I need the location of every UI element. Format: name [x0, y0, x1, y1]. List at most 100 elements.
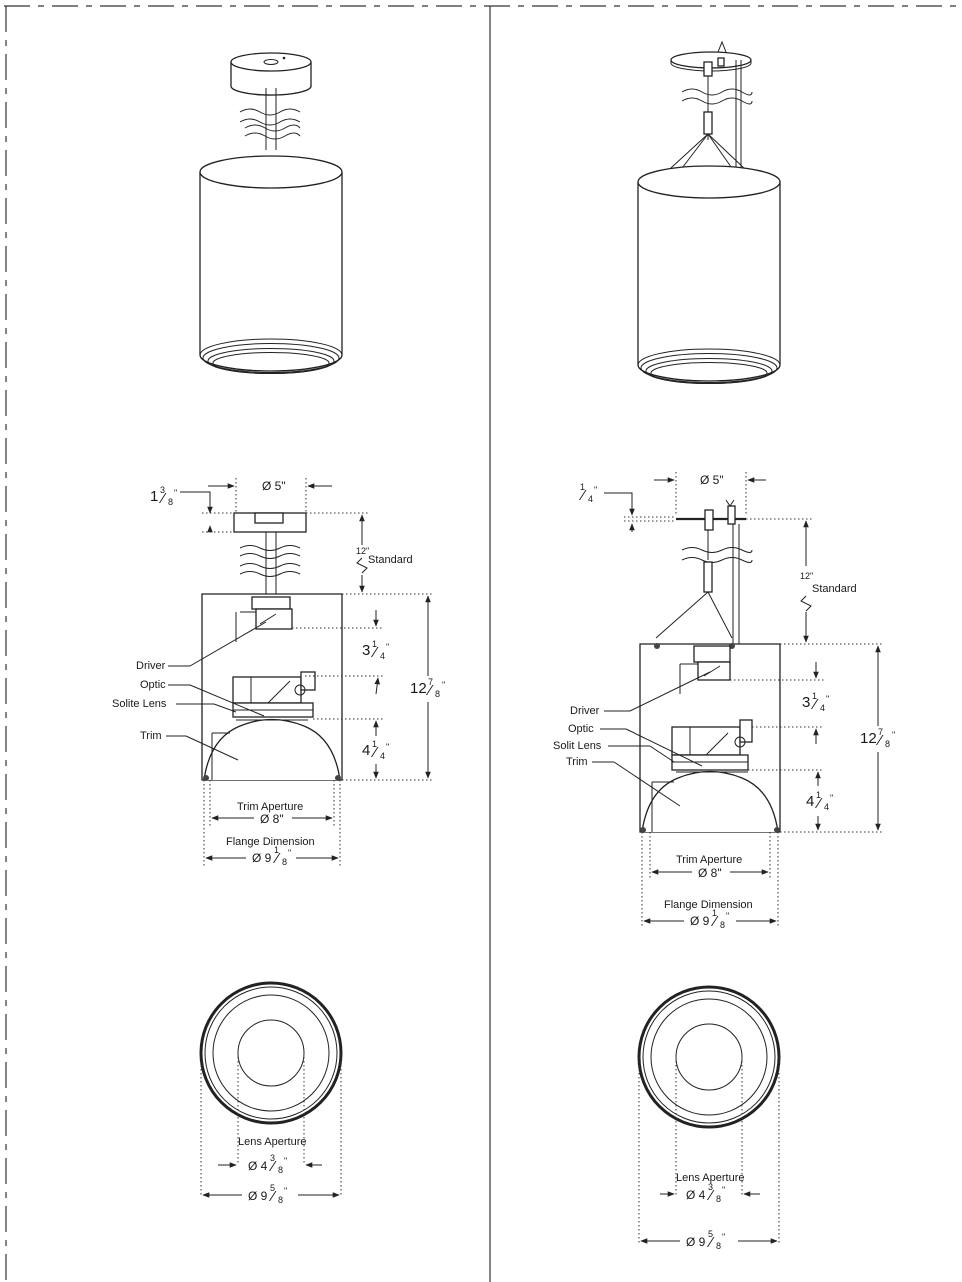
left-lens-aperture-unit: " [284, 1156, 287, 1166]
right-lens-aperture-den: 8 [716, 1194, 721, 1204]
right-flange-den: 8 [720, 920, 725, 930]
right-section-view: 1 ⁄ 4 " Ø 5" [553, 472, 895, 930]
svg-text:⁄: ⁄ [814, 795, 823, 812]
left-driver-dim-den: 4 [380, 651, 385, 661]
right-canopy-dim: Ø 5" [654, 472, 766, 516]
left-top-dim-num: 3 [160, 485, 165, 495]
left-lens-aperture-label: Lens Aperture [238, 1136, 307, 1148]
left-outer-dia-num: 5 [270, 1183, 275, 1193]
left-label-driver: Driver [136, 660, 166, 672]
right-driver-dim-whole: 3 [802, 694, 810, 711]
left-overall-dim-unit: " [442, 680, 445, 690]
right-flange-unit: " [726, 911, 729, 921]
right-label-driver: Driver [570, 705, 600, 717]
left-trim-aperture-value: Ø 8" [260, 812, 284, 826]
left-trim-dim-den: 4 [380, 751, 385, 761]
left-stem-note: Standard [368, 554, 413, 566]
right-top-dim: 1 ⁄ 4 " [578, 482, 676, 532]
left-housing-section [201, 593, 434, 781]
right-overall-dim-whole: 12 [860, 730, 877, 747]
left-pendant-view [199, 52, 343, 374]
right-driver-dim-num: 1 [812, 691, 817, 701]
left-driver-dim-num: 1 [372, 639, 377, 649]
right-flange-num: 1 [712, 908, 717, 918]
left-stem-value: 12" [356, 546, 369, 556]
svg-text:⁄: ⁄ [425, 682, 434, 699]
left-canopy [230, 52, 312, 96]
right-top-dim-num: 1 [580, 482, 585, 492]
left-driver-dim-whole: 3 [362, 642, 370, 659]
left-flange-num: 1 [274, 845, 279, 855]
left-trim-dim-whole: 4 [362, 742, 370, 759]
right-label-lens: Solit Lens [553, 740, 602, 752]
right-driver-dim-unit: " [826, 694, 829, 704]
svg-text:⁄: ⁄ [158, 490, 167, 507]
right-lens-aperture-label: Lens Aperture [676, 1172, 745, 1184]
left-top-dim-unit: " [174, 488, 177, 498]
svg-text:⁄: ⁄ [706, 1234, 715, 1251]
right-outer-dia-den: 8 [716, 1241, 721, 1251]
left-flange-label: Flange Dimension [226, 836, 315, 848]
right-outer-dia-whole: Ø 9 [686, 1235, 706, 1249]
svg-text:⁄: ⁄ [875, 732, 884, 749]
right-driver-dim-den: 4 [820, 703, 825, 713]
left-stem [239, 88, 301, 150]
right-trim-aperture-label: Trim Aperture [676, 854, 742, 866]
right-flange-whole: Ø 9 [690, 914, 710, 928]
right-stem-value: 12" [800, 571, 813, 581]
right-outer-dia-unit: " [722, 1232, 725, 1242]
right-label-optic: Optic [568, 723, 594, 735]
right-overall-dim-den: 8 [885, 739, 890, 749]
svg-text:⁄: ⁄ [370, 744, 379, 761]
left-top-dim: 1 3 ⁄ 8 " [150, 485, 240, 533]
right-housing-section [639, 643, 884, 833]
left-trim-dim-unit: " [386, 742, 389, 752]
right-bottom-view: Lens Aperture Ø 4 3 ⁄ 8 " Ø 9 5 ⁄ 8 " [637, 985, 781, 1251]
left-flange-whole: Ø 9 [252, 851, 272, 865]
left-overall-dim: 12 7 ⁄ 8 " [410, 595, 445, 779]
left-outer-dia-den: 8 [278, 1195, 283, 1205]
right-overall-dim-num: 7 [878, 727, 883, 737]
right-lens-aperture-whole: Ø 4 [686, 1188, 706, 1202]
left-trim-dim: 4 1 ⁄ 4 " [362, 720, 389, 779]
left-cylinder [199, 155, 343, 374]
left-driver-dim-unit: " [386, 642, 389, 652]
right-trim-dim-unit: " [830, 793, 833, 803]
left-canopy-dia-text: Ø 5" [262, 479, 286, 493]
right-overall-dim: 12 7 ⁄ 8 " [860, 645, 895, 831]
svg-text:⁄: ⁄ [268, 1188, 277, 1205]
right-outer-dia-num: 5 [708, 1229, 713, 1239]
left-overall-dim-whole: 12 [410, 680, 427, 697]
right-stem-note: Standard [812, 583, 857, 595]
left-outer-dia-whole: Ø 9 [248, 1189, 268, 1203]
right-top-dim-unit: " [594, 485, 597, 495]
left-overall-dim-num: 7 [428, 677, 433, 687]
left-lens-aperture-whole: Ø 4 [248, 1159, 268, 1173]
left-section-view: 1 3 ⁄ 8 " Ø 5" [112, 478, 445, 868]
left-stem-dim: 12" Standard [306, 512, 413, 593]
right-stem-dim: 12" Standard [746, 518, 857, 643]
right-lens-aperture-num: 3 [708, 1182, 713, 1192]
svg-text:⁄: ⁄ [268, 1158, 277, 1175]
right-canopy-dia-text: Ø 5" [700, 473, 724, 487]
svg-text:⁄: ⁄ [578, 487, 587, 504]
left-lens-aperture-den: 8 [278, 1165, 283, 1175]
left-label-lens: Solite Lens [112, 698, 167, 710]
svg-text:⁄: ⁄ [272, 850, 281, 867]
left-outer-dia-unit: " [284, 1186, 287, 1196]
left-label-optic: Optic [140, 679, 166, 691]
right-trim-dim-den: 4 [824, 802, 829, 812]
left-canopy-dim: Ø 5" [208, 478, 332, 512]
right-driver-dim: 3 1 ⁄ 4 " [802, 662, 829, 744]
svg-text:⁄: ⁄ [810, 696, 819, 713]
right-trim-dim-num: 1 [816, 790, 821, 800]
right-trim-dim-whole: 4 [806, 793, 814, 810]
right-callouts: Driver Optic Solit Lens Trim [553, 671, 711, 807]
left-top-dim-whole: 1 [150, 488, 158, 505]
left-top-dim-den: 8 [168, 497, 173, 507]
left-lens-aperture-num: 3 [270, 1153, 275, 1163]
left-bottom-view: Lens Aperture Ø 4 3 ⁄ 8 " Ø 9 5 ⁄ 8 " [199, 981, 343, 1205]
left-overall-dim-den: 8 [435, 689, 440, 699]
left-flange-unit: " [288, 848, 291, 858]
right-trim-dim: 4 1 ⁄ 4 " [806, 771, 833, 831]
